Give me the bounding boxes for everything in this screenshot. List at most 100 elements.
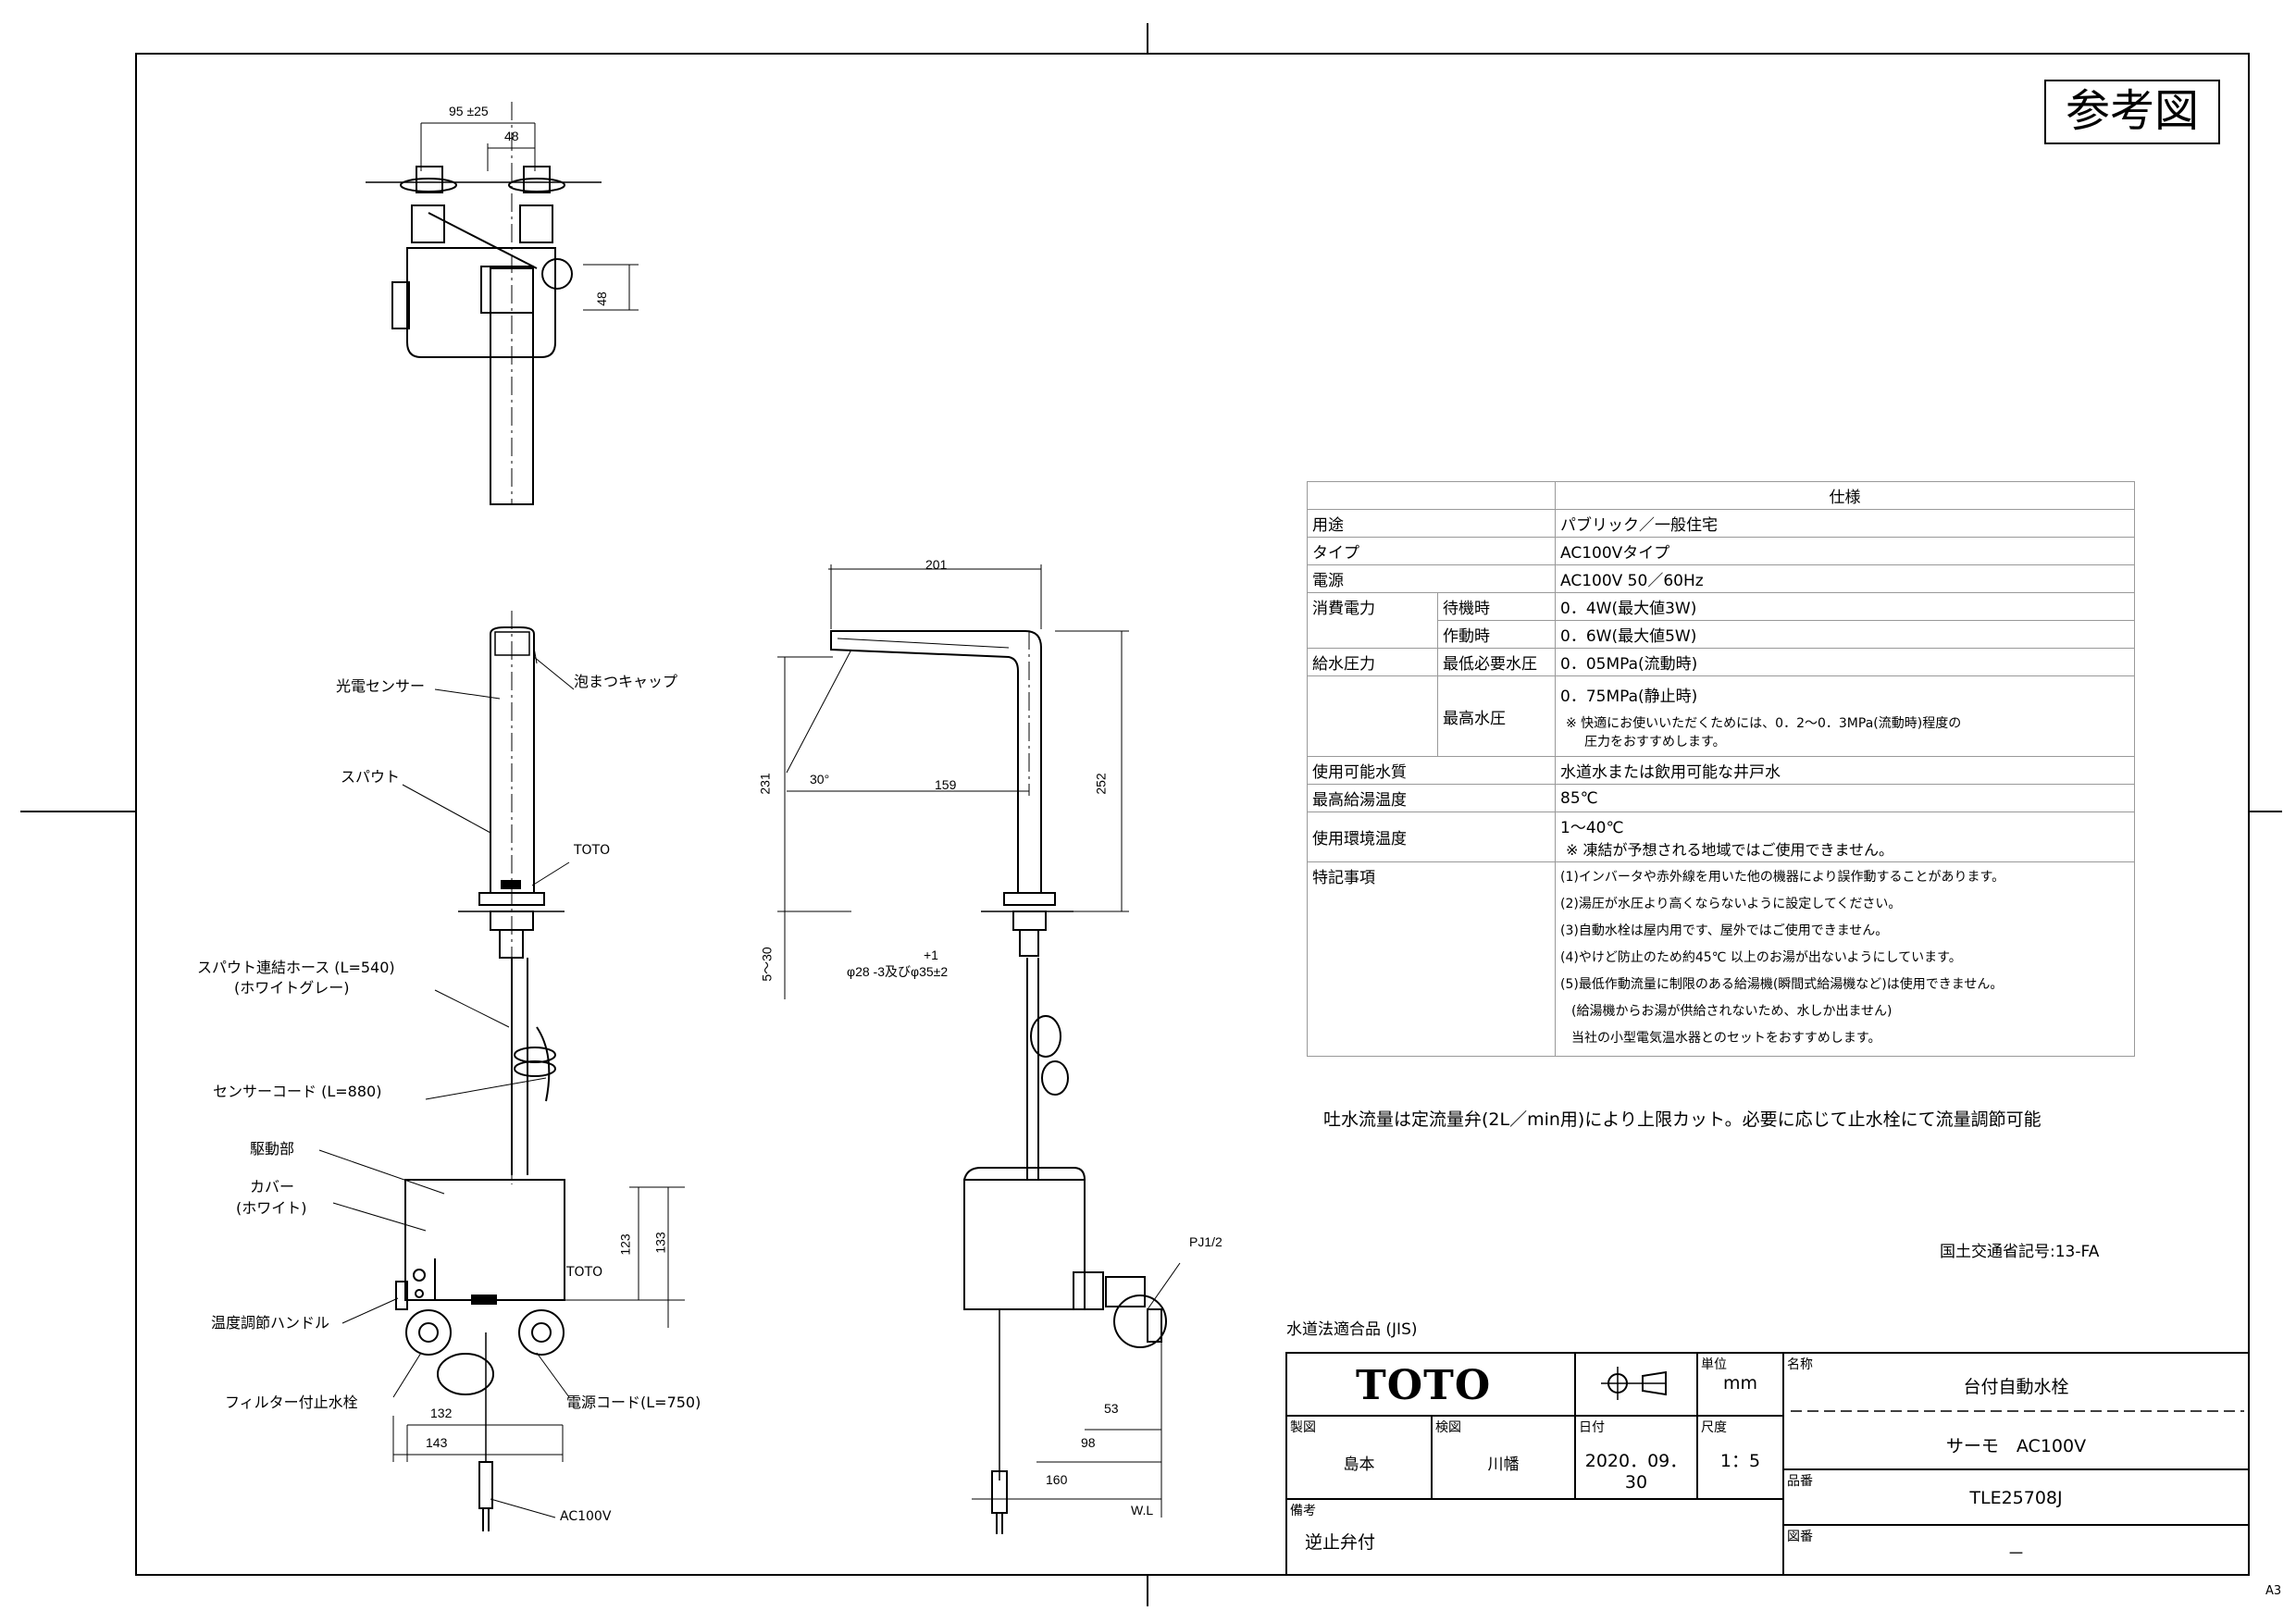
- scale-value: 1：5: [1719, 1451, 1761, 1471]
- name-value: 台付自動水栓: [1963, 1377, 2069, 1397]
- dim-252: 252: [1093, 773, 1109, 795]
- dim-hole-tol: +1: [924, 948, 938, 962]
- label-spout: スパウト: [341, 768, 401, 786]
- spec-note: (2)湯圧が水圧より高くならないように設定してください。: [1560, 897, 1902, 911]
- spec-value: 1～40℃: [1560, 819, 1624, 837]
- subname-value: サーモ AC100V: [1945, 1436, 2087, 1456]
- spec-key: 電源: [1307, 564, 1556, 593]
- unit-caption: 単位: [1701, 1357, 1727, 1372]
- label-aerator: 泡まつキャップ: [574, 673, 678, 690]
- spec-subkey: 最高水圧: [1443, 709, 1506, 728]
- spec-key: 用途: [1307, 509, 1556, 538]
- remark-caption: 備考: [1290, 1504, 1316, 1518]
- label-cover: カバー: [250, 1178, 295, 1196]
- date-caption: 日付: [1579, 1420, 1605, 1435]
- dim-201: 201: [925, 557, 948, 572]
- label-drive: 駆動部: [250, 1140, 295, 1158]
- spec-subkey: 待機時: [1437, 593, 1555, 621]
- front-view: [318, 611, 685, 1531]
- reference-stamp: 参考図: [2044, 80, 2220, 144]
- label-power-cord: 電源コード(L=750): [566, 1394, 701, 1411]
- spec-subkey: 最低必要水圧: [1443, 655, 1537, 674]
- dim-123: 123: [617, 1233, 633, 1256]
- drawing-number-value: －: [2006, 1543, 2025, 1564]
- part-number: TLE25708J: [1969, 1488, 2063, 1508]
- dim-53: 53: [1104, 1401, 1119, 1416]
- flow-note: 吐水流量は定流量弁(2L／min用)により上限カット。必要に応じて止水栓にて流量…: [1323, 1109, 2042, 1130]
- drawn-value: 島本: [1343, 1456, 1375, 1474]
- checked-caption: 検図: [1435, 1420, 1461, 1435]
- spec-value: パブリック／一般住宅: [1555, 509, 2135, 538]
- dim-5-30: 5～30: [759, 947, 775, 982]
- jis-note: 水道法適合品 (JIS): [1286, 1320, 1418, 1339]
- label-hose: スパウト連結ホース (L=540): [197, 959, 395, 976]
- date-value: 2020．09．30: [1584, 1451, 1688, 1493]
- spec-value: 0．05MPa(流動時): [1555, 648, 2135, 676]
- spec-key: 使用環境温度: [1307, 812, 1556, 862]
- name-caption: 名称: [1787, 1357, 1813, 1372]
- spec-key: 消費電力: [1308, 593, 1438, 621]
- sheet-size: A3: [2265, 1584, 2282, 1598]
- dim-160: 160: [1046, 1472, 1068, 1487]
- label-wl: W.L: [1131, 1503, 1154, 1518]
- spec-note: 当社の小型電気温水器とのセットをおすすめします。: [1571, 1031, 1881, 1046]
- dim-132: 132: [430, 1406, 453, 1420]
- dim-143: 143: [426, 1435, 448, 1450]
- title-block: [1285, 1352, 2250, 1576]
- spec-note: ※ 凍結が予想される地域ではご使用できません。: [1566, 841, 1894, 859]
- dim-133: 133: [652, 1232, 668, 1254]
- drawing-border: [135, 53, 2250, 1576]
- label-toto-spout: TOTO: [574, 843, 611, 858]
- dim-98: 98: [1081, 1435, 1096, 1450]
- remark-value: 逆止弁付: [1305, 1532, 1376, 1553]
- checked-value: 川幡: [1487, 1456, 1520, 1474]
- dim-hole: φ28 -3及びφ35±2: [847, 964, 949, 979]
- spec-key: 特記事項: [1307, 861, 1556, 1057]
- dim-48-v: 48: [593, 291, 609, 306]
- label-filter-valve: フィルター付止水栓: [225, 1394, 358, 1411]
- spec-value: AC100V 50／60Hz: [1555, 564, 2135, 593]
- spec-key: 給水圧力: [1308, 649, 1438, 675]
- spec-key: 使用可能水質: [1307, 756, 1556, 785]
- drawing-number-caption: 図番: [1787, 1530, 1813, 1544]
- spec-header: 仕様: [1555, 481, 2135, 510]
- toto-logo: TOTO: [1356, 1362, 1492, 1409]
- spec-key: 最高給湯温度: [1307, 784, 1556, 812]
- spec-subkey: 作動時: [1443, 627, 1490, 646]
- dim-48-h: 48: [504, 129, 519, 143]
- spec-value: 0．4W(最大値3W): [1555, 592, 2135, 621]
- dim-231: 231: [757, 773, 773, 795]
- label-sensor-cord: センサーコード (L=880): [213, 1083, 382, 1100]
- unit-value: mm: [1722, 1373, 1758, 1394]
- dim-159: 159: [935, 777, 957, 792]
- label-sensor: 光電センサー: [336, 677, 426, 695]
- spec-key: タイプ: [1307, 537, 1556, 565]
- dim-30deg: 30°: [810, 772, 830, 787]
- side-view: [777, 564, 1181, 1534]
- spec-note: 圧力をおすすめします。: [1584, 734, 1726, 750]
- spec-value: 水道水または飲用可能な井戸水: [1555, 756, 2135, 785]
- label-cover-color: (ホワイト): [236, 1199, 307, 1217]
- label-hose-color: (ホワイトグレー): [234, 979, 350, 997]
- spec-value: AC100Vタイプ: [1555, 537, 2135, 565]
- label-plug: AC100V: [560, 1509, 612, 1524]
- spec-value: 0．6W(最大値5W): [1555, 620, 2135, 649]
- label-toto-body: TOTO: [566, 1265, 603, 1280]
- spec-note: (給湯機からお湯が供給されないため、水しか出ません): [1571, 1004, 1893, 1019]
- label-pj: PJ1/2: [1189, 1234, 1222, 1249]
- top-view: [366, 102, 639, 505]
- part-caption: 品番: [1787, 1474, 1813, 1489]
- spec-note: ※ 快適にお使いいただくためには、0．2～0．3MPa(流動時)程度の: [1566, 715, 1962, 731]
- scale-caption: 尺度: [1701, 1420, 1727, 1435]
- spec-note: (1)インバータや赤外線を用いた他の機器により誤作動することがあります。: [1560, 870, 2005, 885]
- spec-note: (3)自動水栓は屋内用です、屋外ではご使用できません。: [1560, 923, 1889, 938]
- spec-value: 85℃: [1555, 784, 2135, 812]
- mlit-code: 国土交通省記号:13-FA: [1940, 1243, 2100, 1261]
- spec-note: (5)最低作動流量に制限のある給湯機(瞬間式給湯機など)は使用できません。: [1560, 977, 2004, 992]
- drawn-caption: 製図: [1290, 1420, 1316, 1435]
- dim-95: 95 ±25: [449, 104, 489, 118]
- label-temp-handle: 温度調節ハンドル: [211, 1314, 330, 1332]
- spec-note: (4)やけど防止のため約45℃ 以上のお湯が出ないようにしています。: [1560, 950, 1962, 965]
